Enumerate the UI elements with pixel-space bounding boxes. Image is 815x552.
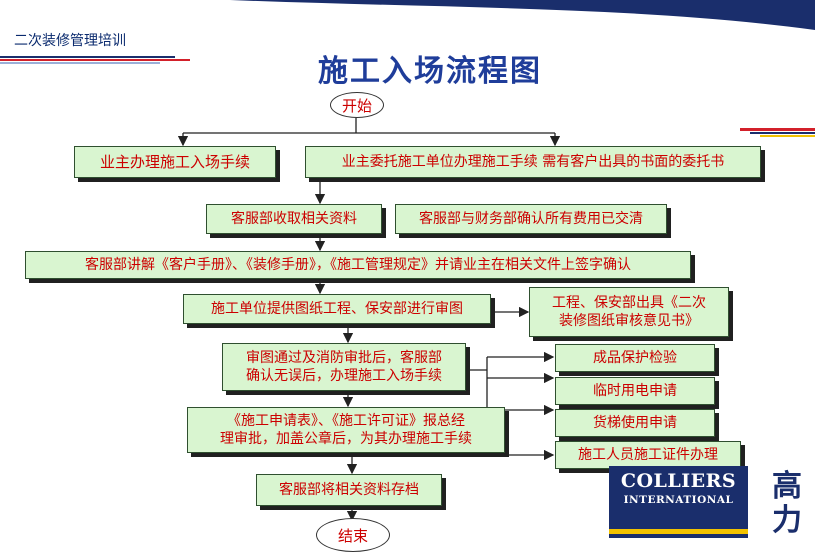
node-review-opinion: 工程、保安部出具《二次 装修图纸审核意见书》 <box>529 287 729 337</box>
right-accent-stripes <box>740 128 815 137</box>
diagram-title: 施工入场流程图 <box>318 54 542 89</box>
approved-line2: 确认无误后，办理施工入场手续 <box>246 368 442 384</box>
colliers-logo-line2: INTERNATIONAL <box>623 494 734 506</box>
node-owner-handle: 业主办理施工入场手续 <box>74 146 276 178</box>
colliers-logo: COLLIERS INTERNATIONAL <box>609 466 748 538</box>
node-product-protect: 成品保护检验 <box>555 344 715 372</box>
node-collect-docs: 客服部收取相关资料 <box>206 204 382 234</box>
course-title: 二次装修管理培训 <box>14 33 126 49</box>
node-approved: 审图通过及消防审批后，客服部 确认无误后，办理施工入场手续 <box>222 343 466 391</box>
review-opinion-line1: 工程、保安部出具《二次 <box>552 295 706 311</box>
gaoli-logo-char1: 高 <box>772 469 802 504</box>
colliers-logo-bar <box>609 529 748 534</box>
node-elevator-use: 货梯使用申请 <box>555 409 715 437</box>
node-archive: 客服部将相关资料存档 <box>256 474 442 506</box>
node-submit-drawings: 施工单位提供图纸工程、保安部进行审图 <box>183 294 491 324</box>
end-node: 结束 <box>316 518 390 552</box>
start-node: 开始 <box>330 92 384 118</box>
node-owner-delegate: 业主委托施工单位办理施工手续 需有客户出具的书面的委托书 <box>305 146 761 178</box>
node-explain-manuals: 客服部讲解《客户手册》、《装修手册》，《施工管理规定》并请业主在相关文件上签字确… <box>25 251 691 279</box>
node-confirm-fees: 客服部与财务部确认所有费用已交清 <box>395 204 667 234</box>
approved-line1: 审图通过及消防审批后，客服部 <box>246 350 442 366</box>
node-temp-power: 临时用电申请 <box>555 377 715 405</box>
node-application: 《施工申请表》、《施工许可证》报总经 理审批，加盖公章后，为其办理施工手续 <box>187 407 505 453</box>
gaoli-logo: 高 力 <box>762 470 812 538</box>
application-line2: 理审批，加盖公章后，为其办理施工手续 <box>220 431 472 447</box>
node-worker-pass: 施工人员施工证件办理 <box>555 441 741 469</box>
header-banner <box>0 0 815 64</box>
colliers-logo-line1: COLLIERS <box>620 470 737 492</box>
gaoli-logo-char2: 力 <box>772 503 802 538</box>
application-line1: 《施工申请表》、《施工许可证》报总经 <box>227 413 465 429</box>
review-opinion-line2: 装修图纸审核意见书》 <box>559 313 699 329</box>
